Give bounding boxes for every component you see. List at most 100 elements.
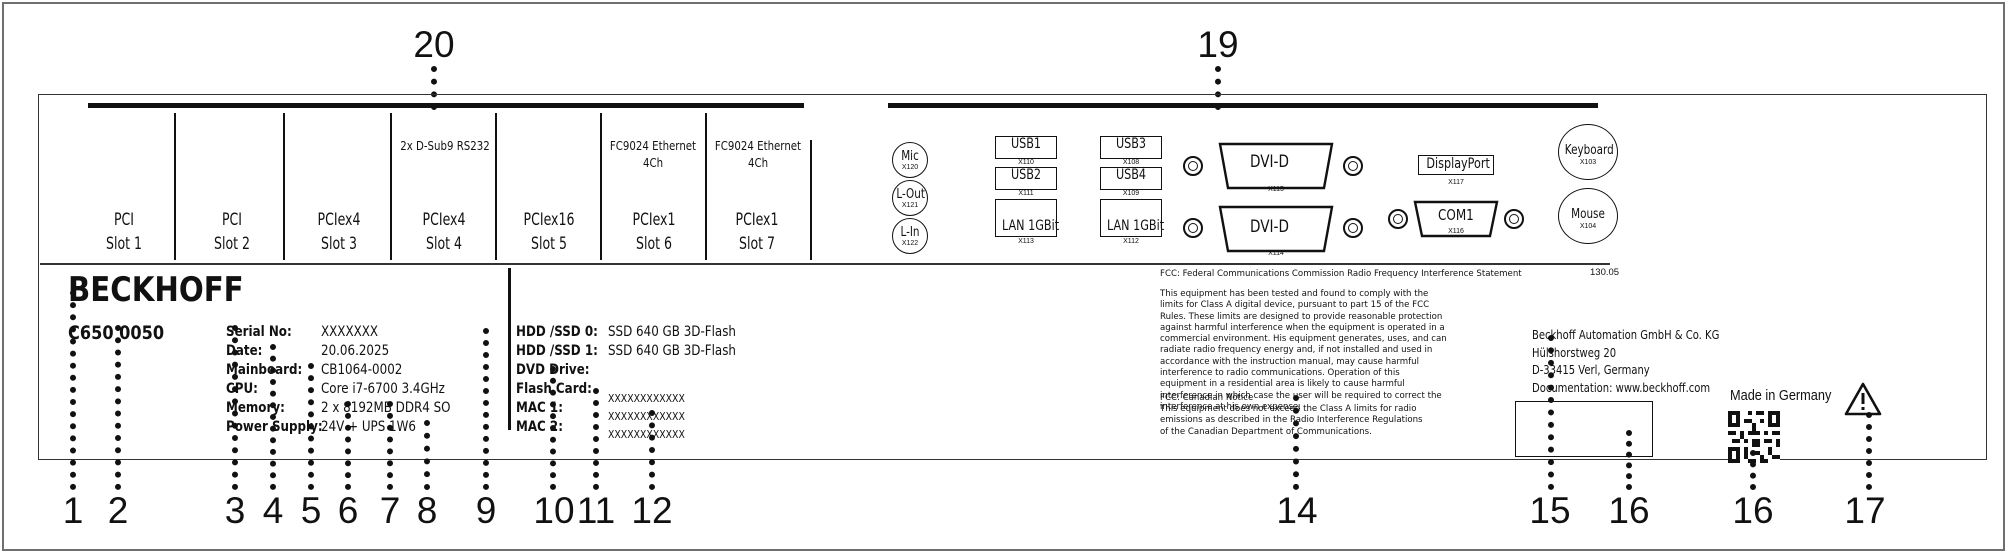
lan-port-x112: LAN 1GBit bbox=[1100, 199, 1164, 237]
usb3-port: USB3 bbox=[1100, 136, 1162, 159]
leader-line-1 bbox=[70, 290, 82, 490]
leader-line-3 bbox=[232, 325, 244, 490]
com1-label: COM1 bbox=[1438, 206, 1474, 224]
callout-4: 4 bbox=[262, 490, 284, 531]
screw-icon bbox=[1183, 218, 1203, 238]
slot-divider bbox=[600, 113, 602, 260]
displayport-code: X117 bbox=[1448, 179, 1464, 186]
screw-icon bbox=[1504, 209, 1524, 229]
bracket-20 bbox=[88, 103, 804, 108]
leader-line-10 bbox=[550, 366, 562, 490]
usb2-port: USB2 bbox=[995, 167, 1057, 190]
usb1-code: X110 bbox=[1018, 159, 1034, 166]
callout-17: 17 bbox=[1844, 490, 1886, 531]
usb3-code: X108 bbox=[1122, 159, 1140, 166]
usb4-port: USB4 bbox=[1100, 167, 1162, 190]
fcc-canada-title: FCC: Canadian Notice bbox=[1160, 393, 1254, 403]
usb2-code: X111 bbox=[1018, 190, 1034, 197]
rear-panel bbox=[38, 94, 1987, 460]
leader-line-15 bbox=[1548, 335, 1560, 490]
fcc-body: This equipment has been tested and found… bbox=[1160, 289, 1447, 412]
mic-jack: Mic X120 bbox=[892, 142, 928, 178]
leader-line-19 bbox=[1215, 66, 1227, 110]
dvi-d-connector-x115 bbox=[1218, 142, 1334, 190]
com1-connector bbox=[1413, 200, 1499, 238]
callout-2: 2 bbox=[107, 490, 129, 531]
slot-baseline bbox=[40, 263, 1610, 265]
callout-12: 12 bbox=[631, 490, 673, 531]
leader-line-17 bbox=[1866, 412, 1878, 490]
callout-11: 11 bbox=[576, 490, 616, 531]
dvi-d-code-top: X115 bbox=[1268, 186, 1284, 193]
label-field bbox=[1515, 401, 1653, 457]
callout-5: 5 bbox=[300, 490, 322, 531]
callout-3: 3 bbox=[224, 490, 246, 531]
leader-line-20 bbox=[431, 66, 443, 110]
usb1-port: USB1 bbox=[995, 136, 1057, 159]
leader-line-2 bbox=[115, 325, 127, 490]
warning-triangle-icon bbox=[1844, 382, 1882, 416]
beckhoff-logo: BECKHOFF bbox=[68, 270, 244, 310]
lan-code-x112: X112 bbox=[1123, 238, 1139, 245]
manufacturer-address: Beckhoff Automation GmbH & Co. KG Hülsho… bbox=[1532, 327, 1720, 395]
leader-line-4 bbox=[270, 344, 282, 490]
slot-divider bbox=[390, 113, 392, 260]
slot-7-header: FC9024 Ethernet 4Ch bbox=[714, 139, 802, 170]
slot-divider bbox=[283, 113, 285, 260]
dvi-d-label-top: DVI-D bbox=[1250, 152, 1289, 172]
fcc-title: FCC: Federal Communications Commission R… bbox=[1160, 269, 1522, 279]
displayport-connector: DisplayPort bbox=[1418, 155, 1494, 175]
leader-line-9 bbox=[483, 328, 495, 490]
leader-line-7 bbox=[387, 401, 399, 490]
callout-10: 10 bbox=[533, 490, 575, 531]
dvi-d-connector-x114 bbox=[1218, 205, 1334, 253]
callout-6: 6 bbox=[337, 490, 359, 531]
dvi-d-code-bottom: X114 bbox=[1268, 250, 1284, 257]
lan-port-x113: LAN 1GBit bbox=[995, 199, 1059, 237]
dvi-d-label-bottom: DVI-D bbox=[1250, 217, 1289, 237]
leader-line-16a bbox=[1626, 430, 1638, 490]
leader-line-12 bbox=[649, 410, 661, 490]
screw-icon bbox=[1343, 218, 1363, 238]
usb4-code: X109 bbox=[1122, 190, 1140, 197]
callout-20: 20 bbox=[413, 24, 455, 65]
slot-divider bbox=[705, 113, 707, 260]
screw-icon bbox=[1343, 156, 1363, 176]
screw-icon bbox=[1183, 156, 1203, 176]
leader-line-8 bbox=[424, 420, 436, 490]
slot-4-header: 2x D-Sub9 RS232 bbox=[400, 139, 490, 153]
version-label: 130.05 bbox=[1590, 267, 1620, 278]
callout-1: 1 bbox=[62, 490, 84, 531]
slot-divider bbox=[174, 113, 176, 260]
slot-divider bbox=[495, 113, 497, 260]
leader-line-5 bbox=[308, 363, 320, 490]
com1-code: X116 bbox=[1448, 228, 1464, 235]
callout-16a: 16 bbox=[1608, 490, 1650, 531]
callout-14: 14 bbox=[1276, 490, 1318, 531]
callout-16b: 16 bbox=[1732, 490, 1774, 531]
leader-line-11 bbox=[593, 388, 605, 490]
mouse-port: Mouse X104 bbox=[1558, 188, 1618, 244]
screw-icon bbox=[1388, 209, 1408, 229]
callout-9: 9 bbox=[475, 490, 497, 531]
leader-line-14 bbox=[1293, 395, 1305, 490]
callout-15: 15 bbox=[1529, 490, 1571, 531]
keyboard-port: Keyboard X103 bbox=[1558, 124, 1618, 180]
fcc-canada-body: This equipment does not exceed the Class… bbox=[1160, 404, 1423, 437]
line-out-jack: L-Out X121 bbox=[892, 180, 928, 216]
slot-6-header: FC9024 Ethernet 4Ch bbox=[609, 139, 697, 170]
leader-line-16b bbox=[1750, 450, 1762, 490]
callout-7: 7 bbox=[379, 490, 401, 531]
type-plate-divider bbox=[508, 268, 511, 430]
slot-divider bbox=[810, 140, 812, 260]
line-in-jack: L-In X122 bbox=[892, 218, 928, 254]
leader-line-6 bbox=[345, 401, 357, 490]
